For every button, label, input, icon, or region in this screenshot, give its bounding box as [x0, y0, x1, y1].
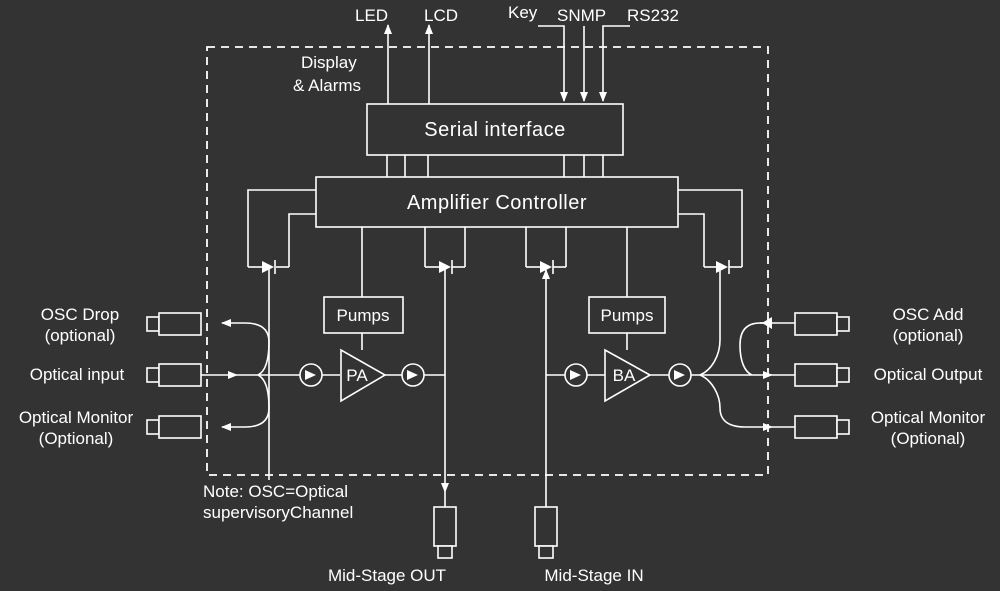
- connector-mid-stage-in: [534, 492, 558, 559]
- optical-monitor-right-optional-label: (Optional): [891, 429, 966, 448]
- amplifier-controller-box: [315, 176, 679, 228]
- pa-label: PA: [346, 366, 368, 385]
- optical-input-label: Optical input: [30, 365, 125, 384]
- pumps-right-label: Pumps: [601, 306, 654, 325]
- note-line-2: supervisoryChannel: [203, 503, 353, 522]
- controller-monitor-lines: [247, 189, 743, 297]
- mid-stage-in-label: Mid-Stage IN: [544, 566, 643, 585]
- led-label: LED: [355, 6, 388, 25]
- connector-osc-drop: [146, 312, 202, 336]
- connector-optical-input: [146, 363, 202, 387]
- connector-osc-add: [794, 312, 850, 336]
- serial-interface-label: Serial interface: [424, 119, 565, 141]
- osc-add-optional-label: (optional): [893, 326, 964, 345]
- alarms-label: & Alarms: [293, 76, 361, 95]
- osc-drop-optional-label: (optional): [45, 326, 116, 345]
- bus-lines: [386, 155, 604, 177]
- optical-monitor-right-label: Optical Monitor: [871, 408, 986, 427]
- connector-mid-stage-out: [433, 492, 457, 559]
- rs232-label: RS232: [627, 6, 679, 25]
- pa-amplifier: [340, 348, 387, 403]
- osc-add-label: OSC Add: [893, 305, 964, 324]
- photodiode-right: [704, 260, 742, 274]
- amplifier-controller-label: Amplifier Controller: [407, 192, 587, 214]
- module-boundary: [206, 46, 769, 476]
- optical-output-label: Optical Output: [874, 365, 983, 384]
- connector-optical-output: [794, 363, 850, 387]
- left-optical-path: [201, 267, 449, 493]
- optical-monitor-left-optional-label: (Optional): [39, 429, 114, 448]
- pumps-left-box: [323, 296, 404, 334]
- top-signal-lines: [384, 24, 630, 104]
- connector-optical-monitor-left: [146, 415, 202, 439]
- ba-label: BA: [613, 366, 636, 385]
- photodiode-left: [248, 260, 289, 480]
- pumps-left-label: Pumps: [337, 306, 390, 325]
- osc-drop-label: OSC Drop: [41, 305, 119, 324]
- connector-optical-monitor-right: [794, 415, 850, 439]
- right-optical-path: [542, 267, 795, 492]
- serial-interface-box: [366, 103, 624, 156]
- snmp-label: SNMP: [557, 6, 606, 25]
- lcd-label: LCD: [424, 6, 458, 25]
- mid-stage-out-label: Mid-Stage OUT: [328, 566, 446, 585]
- note-line-1: Note: OSC=Optical: [203, 482, 348, 501]
- key-label: Key: [508, 3, 538, 22]
- ba-amplifier: [604, 348, 652, 403]
- optical-monitor-left-label: Optical Monitor: [19, 408, 134, 427]
- display-label: Display: [301, 53, 357, 72]
